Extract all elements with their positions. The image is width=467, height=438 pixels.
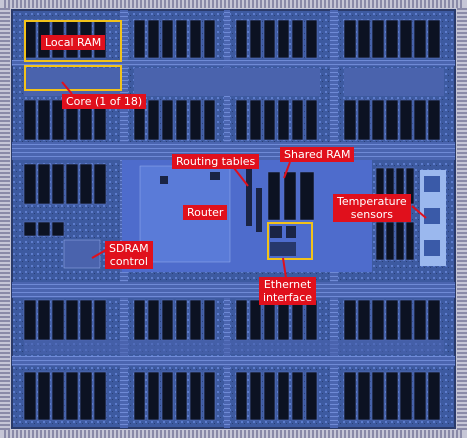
label-sdram-control-line1: SDRAM <box>109 242 149 255</box>
label-core: Core (1 of 18) <box>62 94 146 109</box>
label-temperature-sensors-line1: Temperature <box>337 195 407 208</box>
label-sdram-control: SDRAM control <box>105 241 153 269</box>
left-pins <box>0 6 10 432</box>
label-temperature-sensors-line2: sensors <box>337 208 407 221</box>
label-shared-ram-text: Shared RAM <box>284 148 350 161</box>
label-local-ram: Local RAM <box>41 35 105 50</box>
bottom-pins <box>4 430 463 438</box>
label-shared-ram: Shared RAM <box>280 147 354 162</box>
label-ethernet-interface: Ethernet interface <box>259 277 316 305</box>
label-ethernet-interface-line2: interface <box>263 291 312 304</box>
right-pins <box>457 6 467 432</box>
label-routing-tables: Routing tables <box>172 154 259 169</box>
ethernet-highlight <box>267 222 313 260</box>
label-router: Router <box>183 205 227 220</box>
label-core-text: Core (1 of 18) <box>66 95 142 108</box>
label-ethernet-interface-line1: Ethernet <box>263 278 312 291</box>
core-highlight <box>24 65 122 91</box>
label-sdram-control-line2: control <box>109 255 149 268</box>
top-pins <box>4 0 463 8</box>
label-local-ram-text: Local RAM <box>45 36 101 49</box>
label-routing-tables-text: Routing tables <box>176 155 255 168</box>
label-router-text: Router <box>187 206 223 219</box>
label-temperature-sensors: Temperature sensors <box>333 194 411 222</box>
